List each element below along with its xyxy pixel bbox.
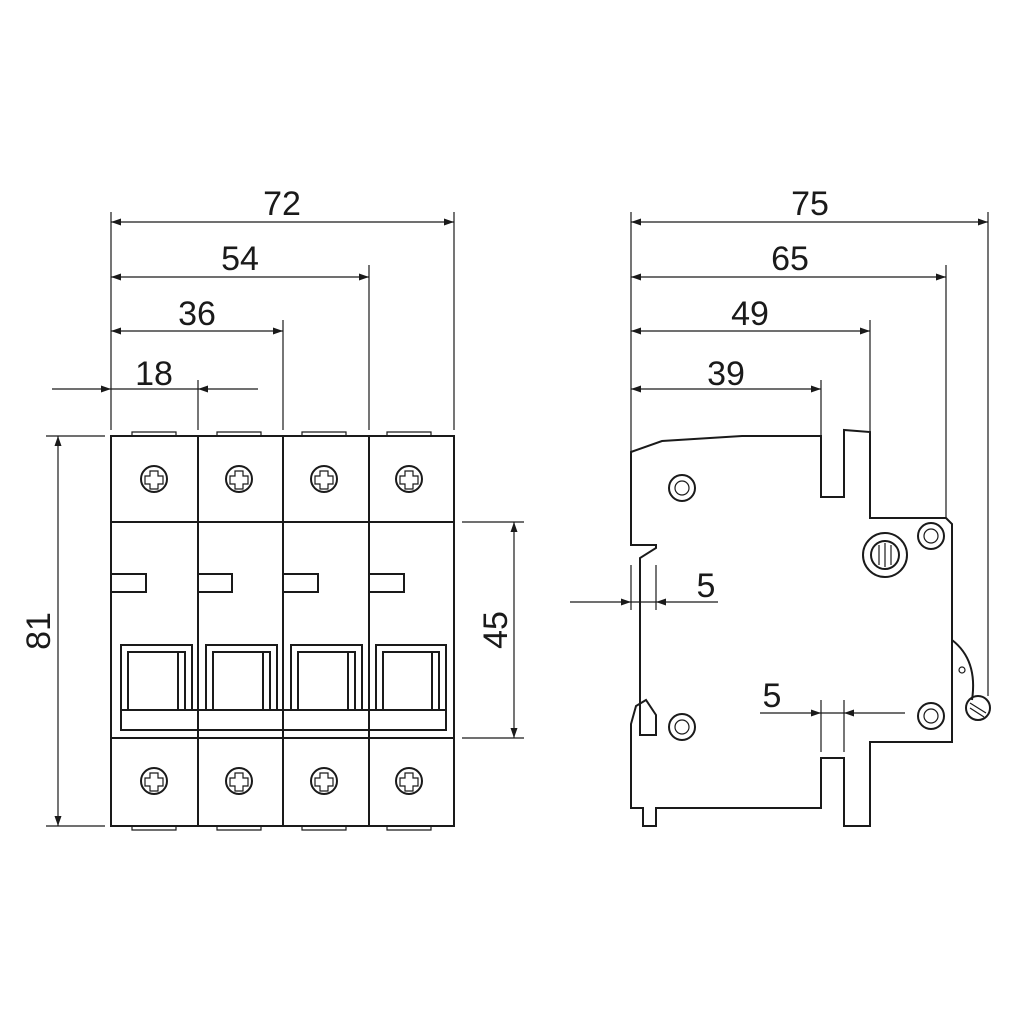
dim-total-width: 72 (263, 185, 301, 223)
screw-icon (395, 465, 423, 493)
dim-front-height: 45 (477, 611, 515, 649)
dim-two-poles: 36 (178, 295, 216, 333)
front-view: 72 54 36 18 81 45 (20, 185, 524, 831)
screw-icon (140, 465, 168, 493)
indicator-windows (111, 573, 405, 593)
terminal-screws (140, 465, 423, 795)
rivet-icon (917, 702, 945, 730)
side-dimension-lines (570, 218, 988, 717)
pole-separators (197, 436, 370, 826)
dim-rail-notch-bottom: 5 (763, 677, 782, 715)
dim-depth-to-rail-clip: 39 (707, 355, 745, 393)
screw-icon (225, 767, 253, 795)
rivet-icon (668, 474, 696, 502)
side-view: 75 65 49 39 5 5 (570, 185, 991, 827)
dim-rail-notch-left: 5 (697, 567, 716, 605)
rivet-icon (668, 713, 696, 741)
dim-total-depth: 75 (791, 185, 829, 223)
toggle-handles (120, 644, 447, 710)
dim-three-poles: 54 (221, 240, 259, 278)
screw-icon (310, 767, 338, 795)
breaker-body-side (630, 428, 953, 827)
front-dimension-lines (52, 218, 518, 826)
dim-depth-to-front: 65 (771, 240, 809, 278)
screw-icon (310, 465, 338, 493)
screw-icon (395, 767, 423, 795)
dim-pole-width: 18 (135, 355, 173, 393)
screw-icon (140, 767, 168, 795)
rivet-icon (917, 522, 945, 550)
dim-height: 81 (20, 612, 58, 650)
handle-tie-bar (120, 709, 447, 731)
screw-icon (225, 465, 253, 493)
dim-depth-to-step: 49 (731, 295, 769, 333)
handle-dot (958, 666, 966, 674)
handle-bump (951, 639, 975, 701)
pivot-screw-icon (862, 532, 908, 578)
terminal-lips (131, 431, 432, 831)
handle-knob-icon (965, 695, 991, 721)
